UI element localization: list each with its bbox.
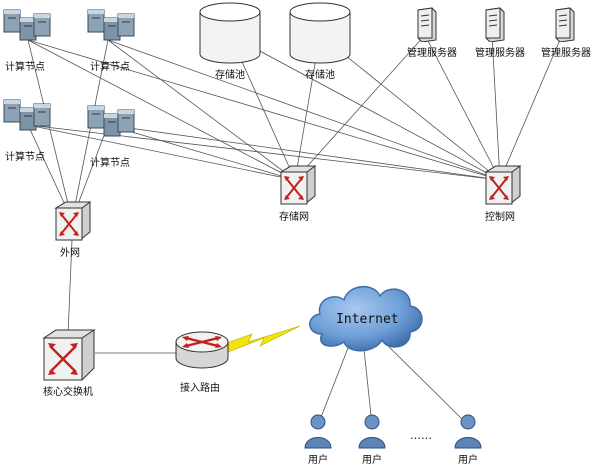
mgmt-server-label-2: 管理服务器 <box>475 48 525 59</box>
access-router-label: 接入路由 <box>180 383 220 394</box>
core-switch-icon <box>42 329 96 381</box>
server-rack-icon <box>87 9 135 41</box>
user-icon <box>454 414 482 449</box>
server-tower-icon <box>417 7 437 42</box>
mgmt-server-label-1: 管理服务器 <box>407 48 457 59</box>
switch-control-label: 控制网 <box>485 212 515 223</box>
compute-node-label-4: 计算节点 <box>90 158 130 169</box>
router-icon <box>175 331 229 369</box>
user-icon <box>304 414 332 449</box>
server-rack-icon <box>3 9 51 41</box>
wireless-link-bolt <box>223 325 301 353</box>
switch-core-label: 核心交换机 <box>43 387 93 398</box>
storage-pool-label-1: 存储池 <box>215 70 245 81</box>
user-icon <box>358 414 386 449</box>
server-tower-icon <box>485 7 505 42</box>
storage-pool-label-2: 存储池 <box>305 70 335 81</box>
compute-node-label-3: 计算节点 <box>5 152 45 163</box>
switch-storage-label: 存储网 <box>279 212 309 223</box>
cloud-icon <box>309 286 423 352</box>
users-ellipsis: …… <box>410 429 432 442</box>
switch-icon <box>484 165 522 205</box>
server-tower-icon <box>555 7 575 42</box>
storage-cylinder-icon <box>289 2 351 64</box>
switch-icon <box>279 165 317 205</box>
storage-cylinder-icon <box>199 2 261 64</box>
internet-label: Internet <box>336 312 399 327</box>
switch-icon <box>54 201 92 241</box>
mgmt-server-label-3: 管理服务器 <box>541 48 591 59</box>
user-label-3: 用户 <box>458 455 478 466</box>
user-label-2: 用户 <box>362 455 382 466</box>
server-rack-icon <box>3 99 51 131</box>
server-rack-icon <box>87 105 135 137</box>
switch-external-label: 外网 <box>60 248 80 259</box>
compute-node-label-2: 计算节点 <box>90 62 130 73</box>
compute-node-label-1: 计算节点 <box>5 62 45 73</box>
user-label-1: 用户 <box>308 455 328 466</box>
